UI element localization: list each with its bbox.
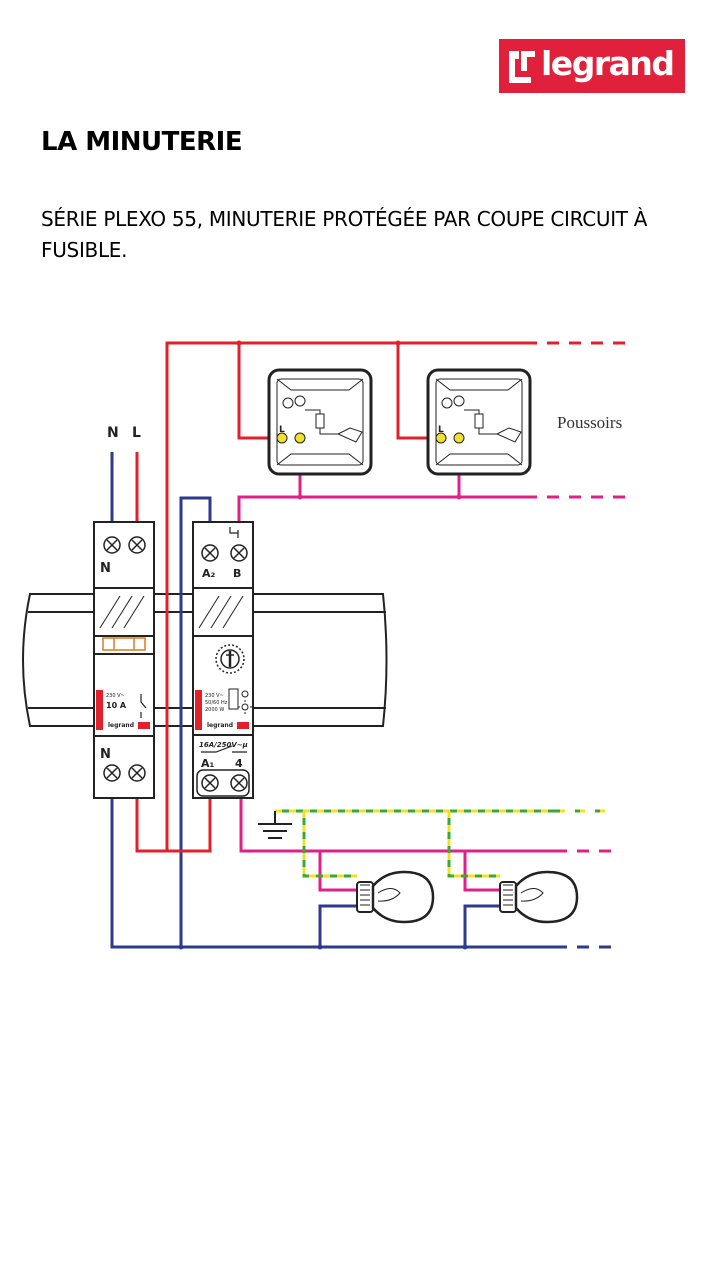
supply-line-label: L [132, 425, 141, 441]
light-bulb-icon [499, 870, 579, 924]
legrand-logo: legrand [499, 39, 685, 93]
screw-terminal-icon [201, 544, 248, 562]
timer-spec-line1: 230 V~ [205, 693, 224, 699]
legrand-logo-icon [509, 51, 535, 83]
timer-spec-line2: 50/60 Hz [205, 700, 228, 706]
fuse-holder[interactable] [102, 637, 146, 651]
pushbutton-symbol-icon [229, 527, 239, 538]
terminal-b-label: B [233, 567, 241, 580]
timer-spec-line3: 2000 W [205, 707, 224, 713]
fuse-symbol-icon [140, 694, 147, 718]
timer-contact-rating: 16A/250V~μ [199, 741, 248, 749]
page-subtitle: SÉRIE PLEXO 55, MINUTERIE PROTÉGÉE PAR C… [41, 207, 648, 262]
timer-module: A₂ B 230 V~ 50/60 Hz 2000 W legrand 16A/… [192, 521, 254, 799]
pushbutton-terminal-label: L [438, 425, 444, 435]
light-bulb-icon [356, 870, 435, 924]
neutral-wires [110, 452, 555, 949]
timer-indicator-icon [241, 690, 249, 698]
pushbutton-terminal-label: L [279, 425, 285, 435]
terminal-a1-label: A₁ [201, 757, 215, 770]
timer-mode-switch[interactable] [228, 688, 239, 710]
timer-brand: legrand [207, 722, 233, 729]
fuse-bottom-terminal-label: N [100, 747, 111, 762]
pushbuttons-label: Poussoirs [557, 413, 622, 432]
fuse-brand: legrand [108, 722, 134, 729]
screw-terminal-icon [103, 764, 146, 782]
pushbutton-2[interactable]: L [426, 368, 532, 476]
fuse-rating-small: 230 V~ [106, 693, 125, 699]
wire-junctions [178, 340, 468, 950]
logo-text: legrand [541, 44, 675, 83]
pushbutton-1[interactable]: L [267, 368, 373, 476]
relay-contact-icon [201, 745, 247, 753]
terminal-4-label: 4 [235, 757, 243, 770]
timer-dial-icon[interactable] [215, 644, 245, 674]
page-title: LA MINUTERIE [41, 127, 243, 157]
earth-wires [275, 809, 612, 878]
fuse-top-terminal-label: N [100, 561, 111, 576]
sun-icon [238, 700, 252, 714]
screw-terminal-icon [103, 536, 146, 554]
screw-terminal-icon [201, 774, 248, 792]
fuse-rating: 10 A [106, 701, 127, 710]
earth-symbol-icon [258, 811, 292, 839]
fuse-module: N 230 V~ 10 A legrand N [93, 521, 155, 799]
supply-neutral-label: N [107, 425, 119, 441]
terminal-a2-label: A₂ [202, 567, 216, 580]
